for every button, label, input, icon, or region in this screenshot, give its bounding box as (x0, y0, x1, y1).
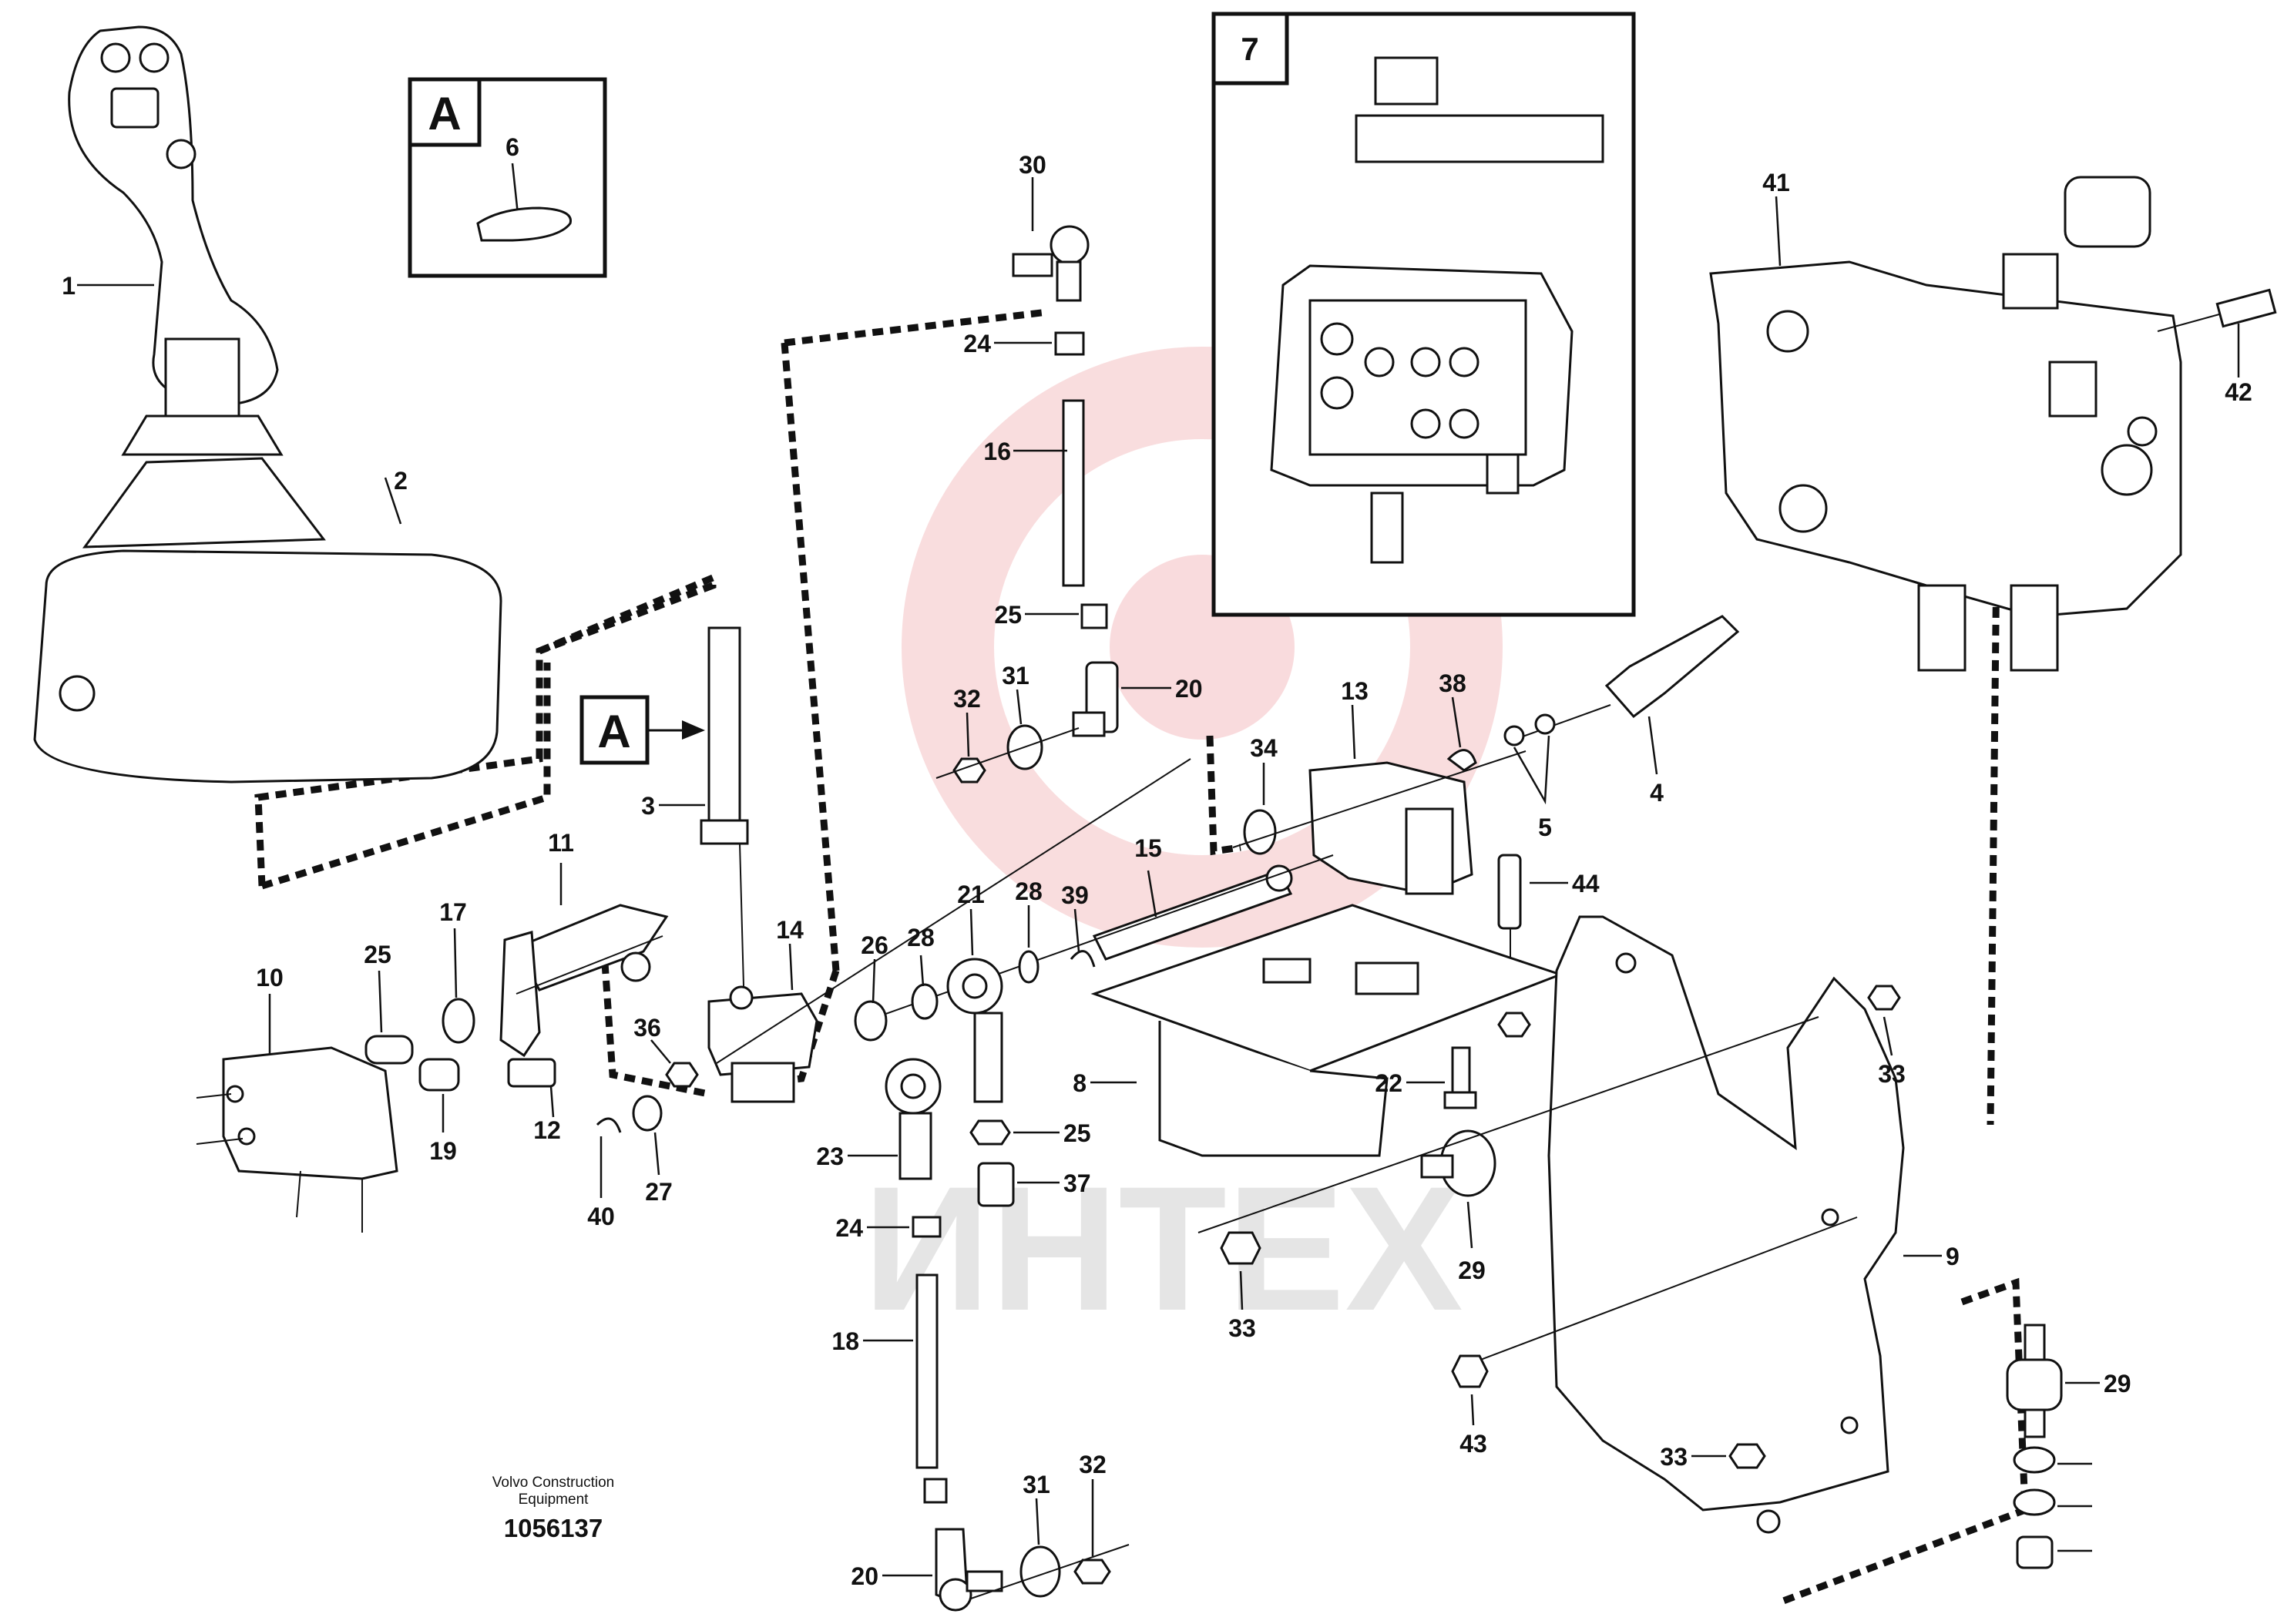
callout-22: 23 (816, 1143, 844, 1170)
callout-38: 41 (1762, 169, 1790, 196)
callout-12: 14 (776, 916, 804, 944)
block-12 (707, 985, 818, 1103)
callout-18: 19 (429, 1137, 457, 1165)
rod-end-21 (946, 958, 1003, 1103)
washer-28a (1018, 950, 1040, 984)
drawing-number: 1056137 (504, 1514, 603, 1542)
callout-25c: 25 (1063, 1119, 1091, 1147)
callout-1: 1 (62, 272, 76, 300)
block-10 (196, 1046, 398, 1233)
callout-29a: 29 (1458, 1257, 1486, 1284)
callout-2: 2 (394, 467, 408, 495)
callout-20b: 20 (851, 1562, 878, 1590)
callout-33b: 33 (1878, 1060, 1906, 1088)
callout-39: 42 (2225, 378, 2252, 406)
callout-9: 9 (1946, 1243, 1960, 1270)
detail-a-letter: A (428, 88, 461, 139)
callout-4: 4 (1650, 779, 1664, 807)
callout-36: 37 (1063, 1169, 1091, 1197)
clip-37c (596, 1117, 622, 1133)
callout-27a: 26 (861, 931, 888, 959)
bolt-23 (1443, 1046, 1477, 1109)
bolt-39 (2157, 288, 2277, 332)
callout-17: 16 (983, 438, 1011, 465)
joystick-handle (68, 25, 279, 406)
rod-3 (700, 626, 749, 987)
washer-27a (854, 1000, 888, 1042)
callout-20a: 20 (1175, 675, 1203, 703)
pin-14 (507, 1058, 556, 1088)
callout-35: 36 (633, 1014, 661, 1042)
linkage-rod-top (1012, 225, 1119, 737)
callout-29b: 29 (2104, 1370, 2131, 1398)
linkage-rod-lower (912, 1216, 1130, 1612)
watermark-text: ИНТЕХ (863, 1149, 1463, 1347)
callout-27b: 27 (645, 1178, 673, 1206)
callout-25b: 25 (994, 601, 1022, 629)
callout-44: 44 (1572, 870, 1600, 898)
block-11 (1232, 750, 1527, 895)
control-valve-38 (1709, 176, 2182, 672)
callout-37b: 39 (1061, 881, 1089, 909)
callout-16: 18 (831, 1327, 859, 1355)
callout-24: 24 (835, 1214, 863, 1242)
detail-box-a: A 6 (408, 77, 607, 278)
mounting-plate-8 (1090, 904, 1564, 1157)
bracket-9 (1547, 915, 1905, 1534)
callout-11: 13 (1341, 677, 1369, 705)
lever-bracket-13 (499, 904, 669, 1058)
rod-end-22 (885, 1058, 1015, 1207)
callout-5: 5 (1538, 814, 1552, 841)
callout-33a: 33 (1228, 1314, 1256, 1342)
callout-15: 15 (1134, 834, 1162, 862)
publisher-block: Volvo Construction Equipment 1056137 (492, 1475, 614, 1542)
callout-23: 22 (1375, 1069, 1402, 1097)
mount-stack-right (2006, 1324, 2063, 1569)
lever-4 (1446, 615, 1740, 772)
callout-14: 12 (533, 1116, 561, 1144)
nut-35 (665, 1062, 699, 1088)
screw-44 (1497, 854, 1522, 978)
inset-box-7: 7 (1211, 12, 1636, 617)
callout-40: 43 (1459, 1430, 1487, 1458)
callout-28a: 28 (1015, 877, 1043, 905)
view-a-marker: A (579, 695, 705, 765)
upper-spacer-group (935, 724, 1080, 783)
callout-13: 11 (548, 829, 574, 857)
washer-28b (911, 983, 939, 1020)
inset-valve-drawing (1270, 56, 1604, 564)
washer-19 (442, 998, 475, 1044)
inset-number: 7 (1241, 31, 1258, 67)
callout-30: 30 (1019, 151, 1046, 179)
callout-37a: 38 (1439, 669, 1466, 697)
callout-34: 34 (1250, 734, 1278, 762)
view-a-letter: A (597, 706, 630, 757)
callout-6: 6 (505, 133, 519, 161)
callout-31b: 31 (1023, 1471, 1050, 1498)
publisher-line-2: Equipment (519, 1491, 589, 1508)
guide-line (716, 758, 1191, 1064)
callout-8: 8 (1073, 1069, 1087, 1097)
washer-27b (632, 1095, 663, 1132)
publisher-line-1: Volvo Construction (492, 1475, 614, 1491)
callout-31a: 31 (1002, 662, 1029, 690)
callout-3: 3 (641, 792, 655, 820)
callout-37c: 40 (587, 1203, 615, 1230)
mount-29-group (1197, 985, 1901, 1388)
callout-33c: 33 (1660, 1443, 1688, 1471)
bushing-18 (418, 1058, 460, 1092)
callout-10: 10 (256, 964, 284, 992)
callout-32b: 32 (1079, 1451, 1107, 1478)
rubber-boot (33, 337, 502, 783)
callout-25a: 24 (963, 330, 991, 357)
callout-32a: 32 (953, 685, 981, 713)
callout-26: 25 (364, 941, 391, 968)
clip-37b (1070, 950, 1096, 968)
bushing-26 (364, 1035, 414, 1065)
callout-19: 17 (439, 898, 467, 926)
dashed-links (254, 308, 2029, 1606)
